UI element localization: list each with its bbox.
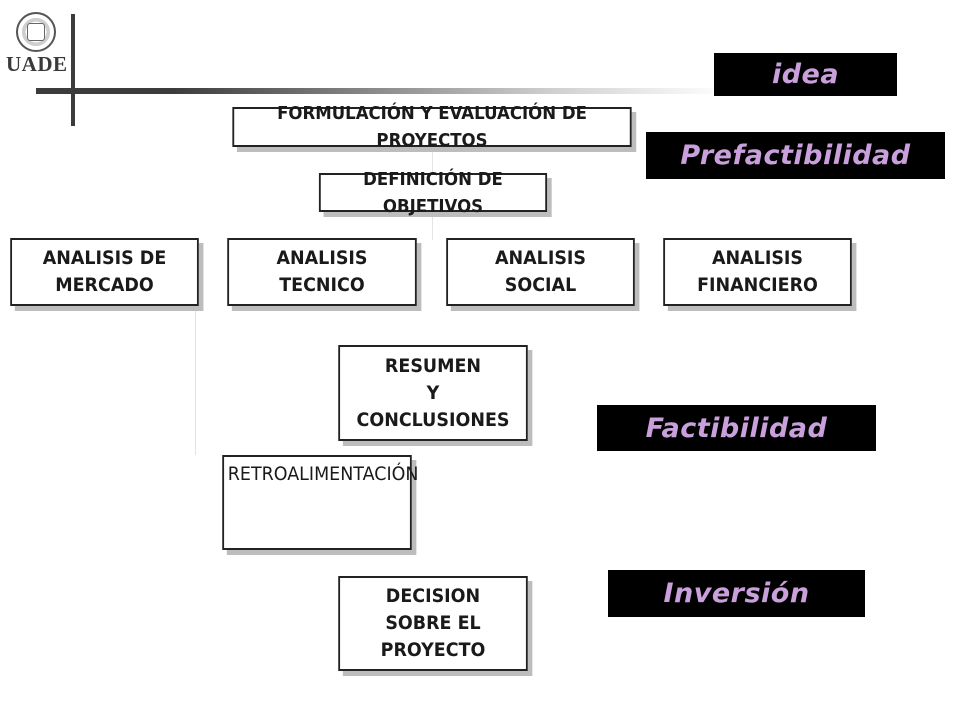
logo-text: UADE xyxy=(6,52,68,76)
box-analisis-tecnico: ANALISIS TECNICO xyxy=(227,238,417,306)
header-horizontal-rule xyxy=(36,88,726,94)
stage-idea-label: idea xyxy=(714,53,897,96)
header-vertical-rule xyxy=(71,14,75,126)
stage-prefactibilidad-label: Prefactibilidad xyxy=(646,132,945,179)
stage-inversion-label: Inversión xyxy=(608,570,865,617)
box-retroalimentacion: RETROALIMENTACIÓN xyxy=(222,455,418,550)
connector-line xyxy=(195,305,196,455)
box-formulacion: FORMULACIÓN Y EVALUACIÓN DE PROYECTOS xyxy=(232,103,632,151)
box-resumen-conclusiones: RESUMEN Y CONCLUSIONES xyxy=(338,345,528,441)
box-decision-proyecto: DECISION SOBRE EL PROYECTO xyxy=(338,576,528,671)
box-analisis-financiero: ANALISIS FINANCIERO xyxy=(663,238,852,306)
box-analisis-social: ANALISIS SOCIAL xyxy=(446,238,635,306)
connector-line xyxy=(432,148,433,176)
box-analisis-mercado: ANALISIS DE MERCADO xyxy=(10,238,199,306)
stage-factibilidad-label: Factibilidad xyxy=(597,405,876,451)
box-definicion-objetivos: DEFINICIÓN DE OBJETIVOS xyxy=(318,169,548,217)
connector-line xyxy=(432,212,433,240)
university-seal-icon xyxy=(16,12,56,52)
